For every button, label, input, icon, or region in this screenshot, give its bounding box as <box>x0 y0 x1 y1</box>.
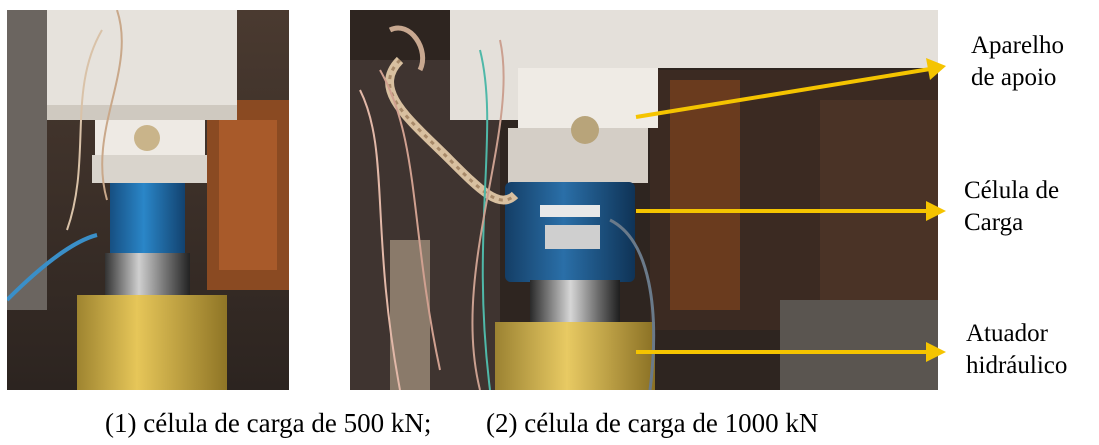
label-loadcell-line2: Carga <box>964 209 1024 236</box>
label-support-line2: de apoio <box>971 64 1057 91</box>
label-support-device: Aparelho de apoio <box>971 30 1064 94</box>
photo-1000kn-image <box>350 10 938 390</box>
label-actuator-line2: hidráulico <box>966 352 1068 379</box>
label-loadcell-line1: Célula de <box>964 177 1060 204</box>
label-hydraulic-actuator: Atuador hidráulico <box>966 318 1067 382</box>
photo-500kn-image <box>7 10 289 390</box>
photo-1000kn-load-cell <box>350 10 938 390</box>
caption-left: (1) célula de carga de 500 kN; <box>105 408 432 438</box>
label-actuator-line1: Atuador <box>966 320 1048 347</box>
caption-right: (2) célula de carga de 1000 kN <box>486 408 819 438</box>
label-load-cell: Célula de Carga <box>964 175 1059 239</box>
label-support-line1: Aparelho <box>971 32 1065 59</box>
photo-500kn-load-cell <box>7 10 289 390</box>
